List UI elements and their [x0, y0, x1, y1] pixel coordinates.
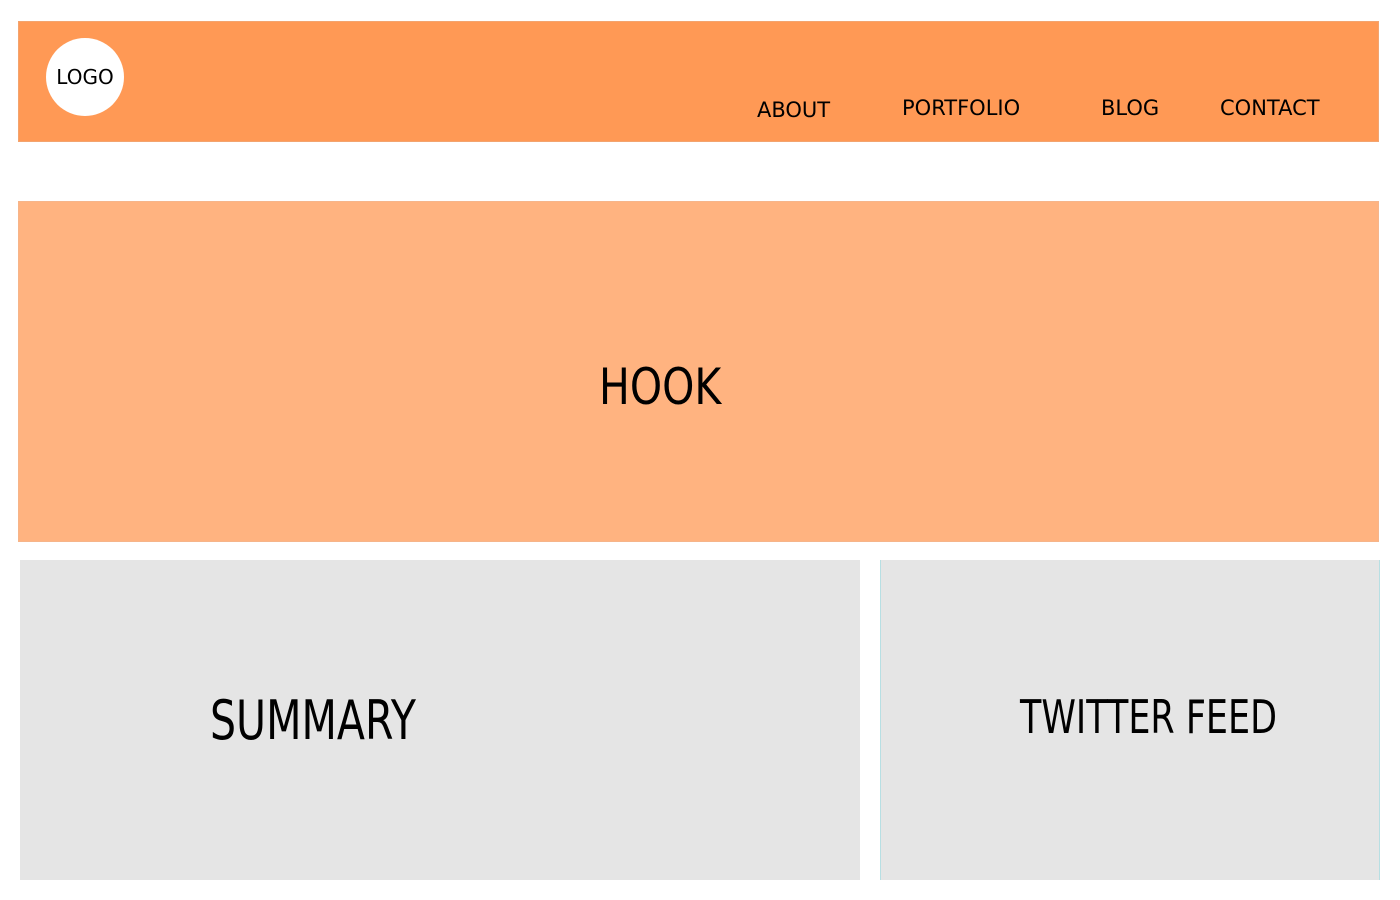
logo-label: LOGO	[56, 65, 114, 89]
summary-section: SUMMARY	[20, 560, 860, 880]
summary-label: SUMMARY	[210, 689, 416, 752]
site-header: LOGO ABOUT PORTFOLIO BLOG CONTACT	[18, 21, 1379, 142]
nav-item-blog[interactable]: BLOG	[1101, 96, 1160, 120]
hook-section: HOOK	[18, 201, 1379, 542]
nav-item-contact[interactable]: CONTACT	[1220, 96, 1320, 120]
logo[interactable]: LOGO	[46, 38, 124, 116]
hook-label: HOOK	[599, 358, 722, 416]
twitter-feed-section: TWITTER FEED	[880, 560, 1380, 880]
nav-item-portfolio[interactable]: PORTFOLIO	[902, 96, 1021, 120]
main-navigation: ABOUT PORTFOLIO BLOG CONTACT	[19, 98, 1378, 128]
twitter-feed-label: TWITTER FEED	[1020, 690, 1278, 744]
nav-item-about[interactable]: ABOUT	[757, 98, 831, 122]
